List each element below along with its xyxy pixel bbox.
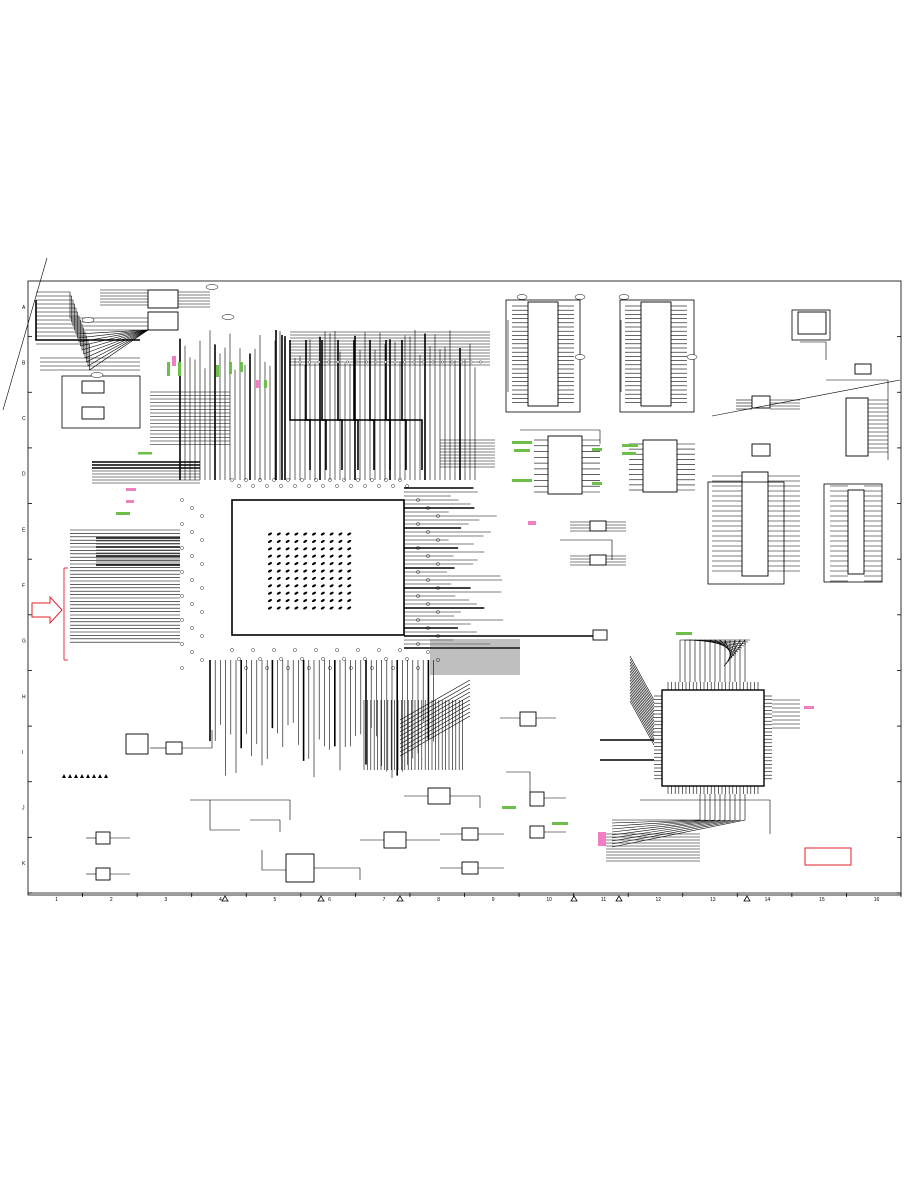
- row-markers: A B C D E F G H I J K: [22, 305, 26, 867]
- warning-triangle-icon: [221, 895, 229, 902]
- column-marker-label: 8: [437, 897, 440, 903]
- hollow-arrow-right-icon: [31, 595, 63, 625]
- bus-buffer-2: [642, 439, 678, 493]
- row-marker-label: B: [22, 360, 26, 366]
- small-ic-top-right: [797, 311, 827, 335]
- bga-ball-array: [268, 532, 352, 610]
- regulator-ic-3: [285, 853, 315, 883]
- qfp-controller-ic: [598, 632, 852, 866]
- column-marker-label: 5: [274, 897, 277, 903]
- row-marker-label: E: [22, 527, 26, 533]
- column-marker-label: 1: [55, 897, 58, 903]
- column-marker-label: 9: [492, 897, 495, 903]
- row-marker-label: C: [22, 416, 26, 422]
- caution-markers: [221, 895, 751, 902]
- bus-buffer-pair: [512, 429, 695, 525]
- connector-strip-lower-right: [847, 489, 865, 575]
- logic-ic-left-b: [81, 406, 105, 420]
- main-processor-bga: [31, 461, 596, 779]
- logic-ic-left-a: [81, 380, 105, 394]
- right-upper-circuits: [707, 309, 901, 585]
- column-marker-label: 11: [601, 897, 606, 903]
- column-marker-label: 6: [328, 897, 331, 903]
- logic-ic-upper: [147, 289, 179, 309]
- memory-ic-pair: [505, 294, 698, 413]
- row-marker-label: D: [22, 472, 26, 478]
- column-marker-label: 15: [819, 897, 825, 903]
- warning-triangle-icon: [615, 895, 623, 902]
- row-marker-label: H: [22, 694, 26, 700]
- warning-triangle-icon: [743, 895, 751, 902]
- row-marker-label: G: [22, 639, 26, 645]
- warning-triangle-icon: [396, 895, 404, 902]
- top-left-interface-block: [35, 284, 235, 429]
- memory-ic-1: [527, 301, 559, 407]
- warning-triangle-icon: [317, 895, 325, 902]
- red-note-box: [804, 847, 852, 866]
- row-marker-label: J: [22, 806, 25, 812]
- crystal-oscillator: [125, 733, 149, 755]
- column-marker-label: 4: [219, 897, 222, 903]
- column-marker-label: 13: [710, 897, 716, 903]
- row-marker-label: A: [22, 305, 26, 311]
- column-marker-label: 2: [110, 897, 113, 903]
- row-marker-label: I: [22, 750, 23, 756]
- power-regulator-section: [62, 711, 568, 883]
- main-processor-body: [231, 499, 405, 636]
- bga-fanout-wires: [70, 461, 596, 779]
- column-marker-label: 12: [655, 897, 661, 903]
- column-marker-label: 14: [765, 897, 771, 903]
- column-marker-label: 7: [383, 897, 386, 903]
- logic-ic-lower: [147, 311, 179, 331]
- bga-edge-pads: [180, 478, 440, 670]
- row-marker-label: K: [22, 861, 26, 867]
- column-marker-label: 3: [164, 897, 167, 903]
- row-marker-label: F: [22, 583, 25, 589]
- large-memory-ic-right: [741, 471, 769, 577]
- memory-ic-2: [640, 301, 672, 407]
- column-marker-label: 16: [874, 897, 880, 903]
- warning-triangle-icon: [570, 895, 578, 902]
- bus-buffer-1: [547, 435, 583, 495]
- regulator-ic-2: [383, 831, 407, 849]
- frame-ticks: [28, 336, 902, 897]
- regulator-ic-1: [427, 787, 451, 805]
- address-data-bus-top: [116, 330, 495, 515]
- small-logic-pair-mid: [560, 520, 626, 641]
- qfp-controller-body: [661, 689, 765, 787]
- connector-strip-right: [845, 397, 869, 457]
- column-marker-label: 10: [546, 897, 552, 903]
